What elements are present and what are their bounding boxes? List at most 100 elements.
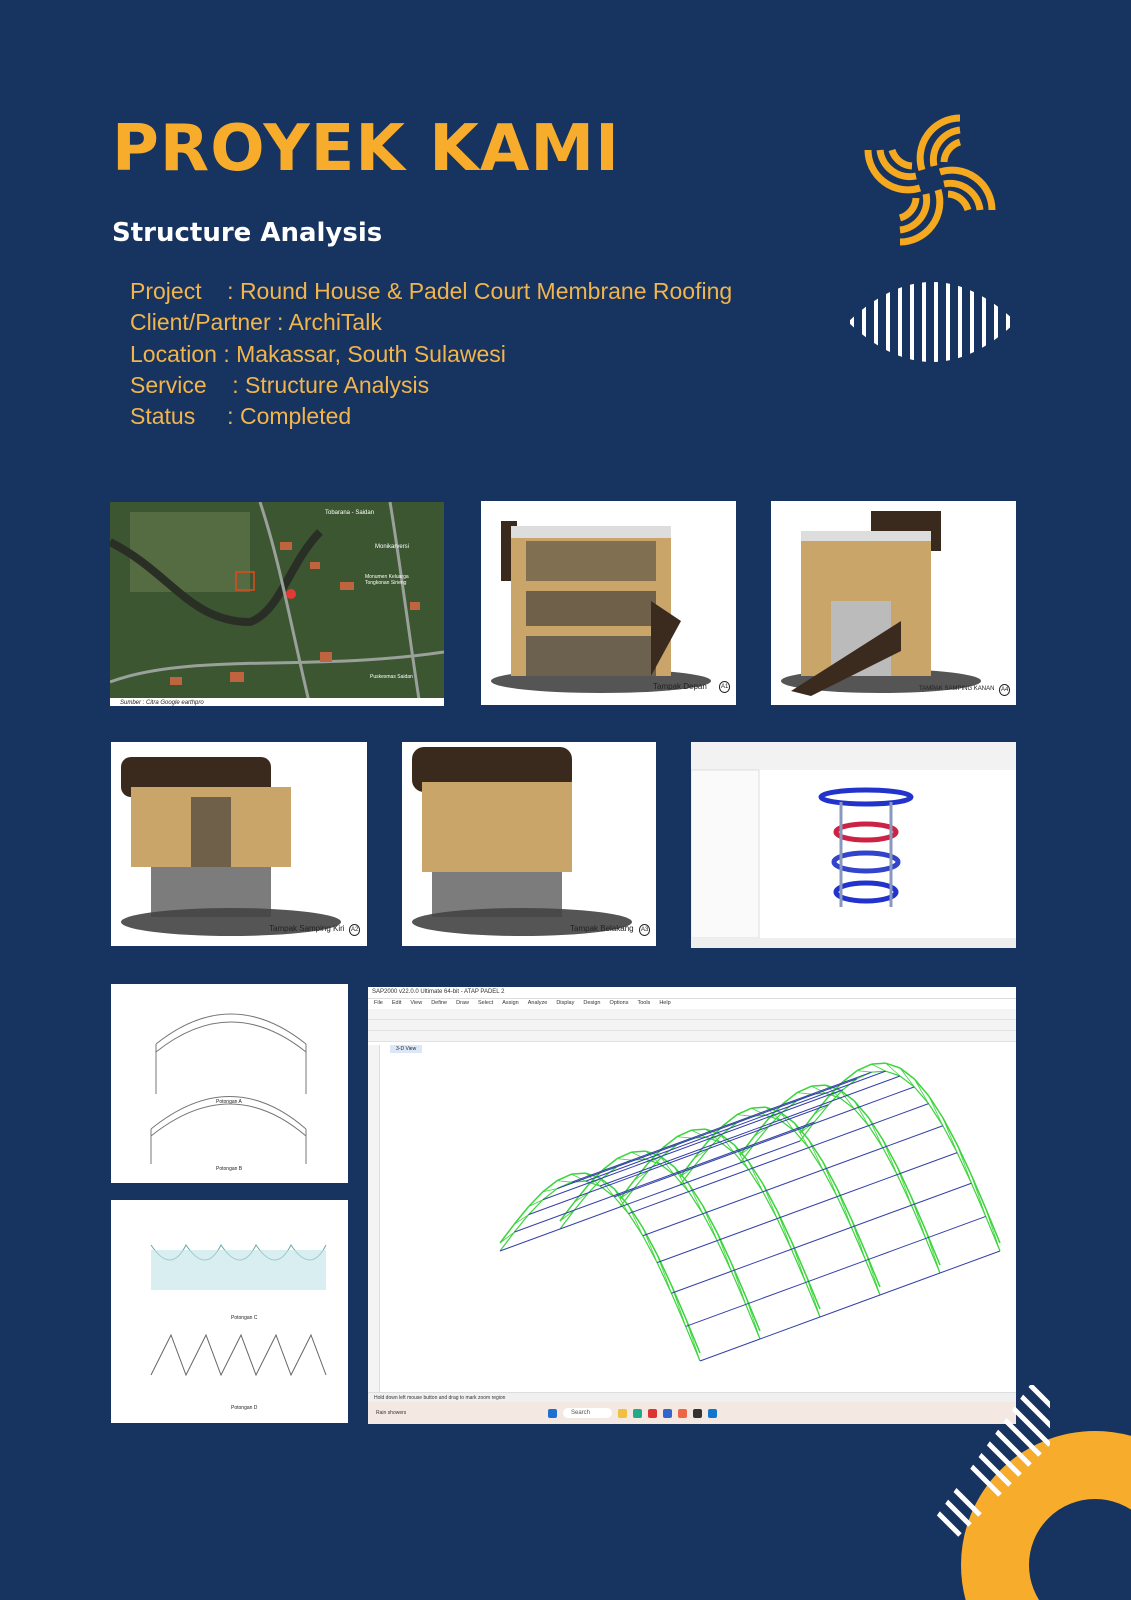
menu-bar: File Edit View Define Draw Select Assign Analyz… — [368, 999, 1016, 1009]
menu-item-select[interactable]: Select — [477, 1000, 494, 1006]
app-icon[interactable] — [678, 1408, 688, 1418]
truss-member — [656, 1254, 672, 1294]
window-title: SAP2000 v22.0.0 Ultimate 64-bit - ATAP P… — [368, 987, 1016, 999]
menu-item-assign[interactable]: Assign — [502, 1000, 519, 1006]
truss-member — [634, 1170, 649, 1181]
truss-member — [559, 1206, 621, 1230]
menu-item-design[interactable]: Design — [583, 1000, 601, 1006]
render-back-image: Tampak Belakang A3 — [402, 742, 656, 946]
truss-member — [736, 1100, 798, 1124]
truss-member — [956, 1144, 973, 1176]
truss-member — [685, 1318, 701, 1362]
truss-member — [882, 1139, 898, 1175]
menu-item-options[interactable]: Options — [609, 1000, 629, 1006]
truss-member — [645, 1136, 706, 1160]
menu-item-help[interactable]: Help — [659, 1000, 671, 1006]
render-code: A1 — [719, 681, 731, 693]
menu-item-define[interactable]: Define — [431, 1000, 448, 1006]
truss-member — [677, 1136, 692, 1139]
info-value: Completed — [239, 403, 352, 430]
app-icon[interactable] — [663, 1408, 673, 1418]
truss-member — [617, 1158, 632, 1161]
truss-member — [633, 1162, 650, 1181]
folder-icon[interactable] — [618, 1408, 628, 1418]
info-value: Makassar, South Sulawesi — [236, 340, 506, 367]
edge-icon[interactable] — [633, 1408, 643, 1418]
drawing-label: Potongan D — [231, 1405, 258, 1411]
menu-item-tools[interactable]: Tools — [637, 1000, 651, 1006]
info-value: Structure Analysis — [245, 371, 430, 398]
truss-member — [705, 1136, 721, 1143]
truss-member — [825, 1092, 841, 1099]
menu-item-analyze[interactable]: Analyze — [527, 1000, 548, 1006]
truss-member — [619, 1179, 635, 1200]
truss-member — [868, 1103, 929, 1127]
truss-member — [573, 1184, 590, 1203]
info-label: Service — [130, 371, 207, 398]
truss-member — [557, 1180, 572, 1183]
truss-member — [776, 1210, 793, 1242]
taskbar-search[interactable]: Search — [563, 1408, 613, 1418]
truss-member — [779, 1097, 841, 1121]
truss-member — [614, 1174, 675, 1198]
truss-member — [739, 1140, 801, 1164]
truss-member — [839, 1075, 901, 1099]
truss-member — [871, 1062, 886, 1065]
truss-member — [799, 1113, 815, 1134]
truss-member — [911, 1182, 972, 1206]
menu-item-file[interactable]: File — [374, 1000, 383, 1006]
truss-member — [808, 1147, 824, 1171]
map-source: Sumber : Citra Google earthpro — [120, 700, 204, 706]
truss-member — [528, 1191, 544, 1208]
truss-member — [602, 1155, 664, 1179]
truss-member — [799, 1121, 815, 1142]
truss-member — [805, 1259, 866, 1283]
truss-member — [559, 1209, 575, 1222]
toolbar — [368, 1009, 1016, 1020]
truss-member — [882, 1147, 898, 1175]
render-caption: TAMPAK SAMPING KANAN — [919, 686, 995, 692]
truss-member — [688, 1183, 704, 1214]
tab-3d-view[interactable]: 3-D View — [390, 1045, 423, 1053]
info-sep: : — [216, 340, 237, 367]
truss-member — [794, 1108, 855, 1132]
truss-member — [734, 1130, 795, 1154]
truss-member — [913, 1078, 930, 1097]
truss-member — [956, 1152, 972, 1184]
truss-member — [822, 1161, 838, 1197]
map-place: Monumen Keluarga Tongkonan Sirieng — [365, 574, 409, 586]
truss-member — [836, 1196, 852, 1228]
info-value: ArchiTalk — [288, 309, 382, 336]
truss-member — [911, 1197, 927, 1239]
truss-member — [868, 1125, 884, 1149]
app-icon[interactable] — [648, 1408, 658, 1418]
truss-member — [970, 1182, 987, 1217]
menu-item-display[interactable]: Display — [556, 1000, 575, 1006]
truss-member — [659, 1155, 675, 1176]
sap-roundhouse-screenshot — [691, 742, 1016, 948]
truss-member — [702, 1191, 764, 1215]
truss-member — [796, 1078, 858, 1102]
info-location: Location : Makassar, South Sulawesi — [130, 339, 732, 370]
truss-member — [679, 1165, 695, 1186]
menu-item-view[interactable]: View — [410, 1000, 423, 1006]
truss-member — [882, 1139, 898, 1167]
app-icon[interactable] — [693, 1408, 703, 1418]
menu-item-draw[interactable]: Draw — [456, 1000, 469, 1006]
truss-member — [899, 1067, 915, 1088]
truss-member — [662, 1136, 678, 1149]
truss-member — [688, 1191, 704, 1215]
truss-member — [702, 1205, 718, 1233]
truss-member — [776, 1210, 792, 1250]
info-sep: : — [195, 403, 240, 430]
truss-member — [813, 1104, 830, 1123]
truss-member — [676, 1122, 738, 1146]
truss-member — [585, 1158, 646, 1182]
menu-item-edit[interactable]: Edit — [391, 1000, 402, 1006]
truss-member — [885, 1062, 901, 1077]
truss-member — [776, 1196, 838, 1220]
app-icon[interactable] — [708, 1408, 718, 1418]
truss-member — [513, 1214, 530, 1233]
truss-member — [708, 1126, 769, 1150]
start-icon[interactable] — [548, 1408, 557, 1418]
